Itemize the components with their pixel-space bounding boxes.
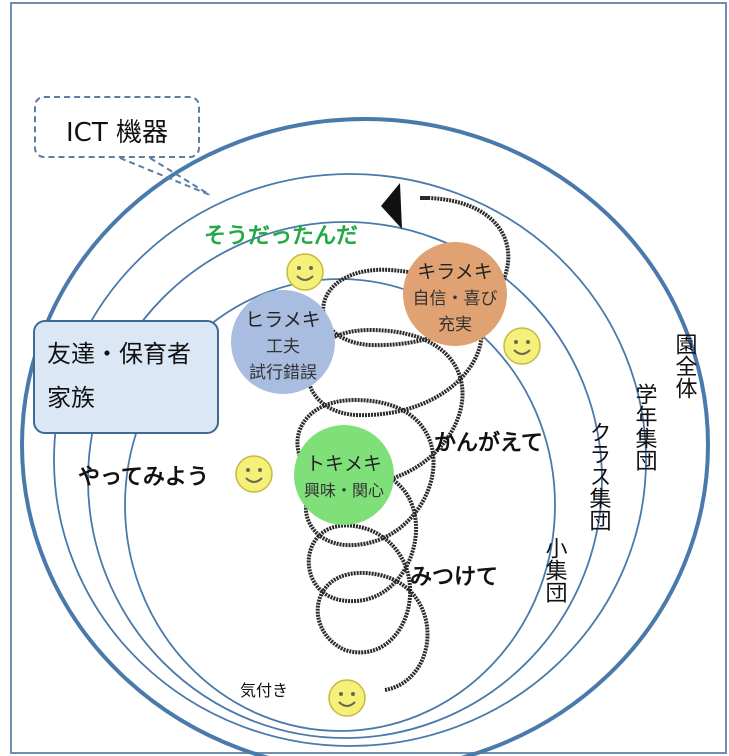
- label-class-group: クラス集団: [586, 421, 612, 531]
- ict-callout: ICT 機器: [34, 96, 200, 158]
- ict-callout-label: ICT 機器: [66, 118, 168, 148]
- label-grade-group: 学年集団: [632, 383, 658, 471]
- phrase-yatte: やってみよう: [78, 465, 209, 490]
- callout-tail-lower: [119, 157, 211, 196]
- smiley-icon: [503, 327, 541, 365]
- callout-tail-upper: [149, 157, 211, 196]
- circle-whole-school: [20, 117, 710, 756]
- phrase-soudatta: そうだったんだ: [204, 224, 358, 249]
- tokimeki-sub: 興味・関心: [304, 481, 384, 500]
- smiley-icon: [286, 253, 324, 291]
- hirameki-sub2: 試行錯誤: [249, 363, 317, 383]
- hirameki-sub1: 工夫: [266, 337, 300, 357]
- phrase-mitsukete: みつけて: [410, 565, 498, 590]
- bubble-tokimeki: [294, 425, 394, 525]
- arrow-head: [381, 183, 402, 229]
- hirameki-title: ヒラメキ: [245, 309, 320, 331]
- label-whole-school: 園全体: [672, 333, 698, 399]
- label-small-group: 小集団: [542, 537, 568, 603]
- people-box: 友達・保育者 家族: [33, 320, 219, 434]
- people-line2: 家族: [47, 384, 95, 412]
- people-line1: 友達・保育者: [47, 340, 191, 368]
- label-kizuki: 気付き: [240, 681, 288, 700]
- smiley-icon: [235, 455, 273, 493]
- kirameki-sub1: 自信・喜び: [413, 289, 498, 309]
- circle-grade-group: [53, 173, 647, 747]
- frame: [10, 2, 727, 754]
- growth-spiral: [295, 196, 511, 692]
- smiley-icon: [328, 679, 366, 717]
- tokimeki-title: トキメキ: [306, 453, 382, 475]
- kirameki-sub2: 充実: [438, 315, 472, 335]
- circle-class-group: [87, 221, 603, 739]
- bubble-hirameki: [231, 290, 335, 394]
- phrase-kangaete: かんがえて: [434, 430, 543, 456]
- kirameki-title: キラメキ: [417, 261, 492, 283]
- bubble-kirameki: [403, 242, 507, 346]
